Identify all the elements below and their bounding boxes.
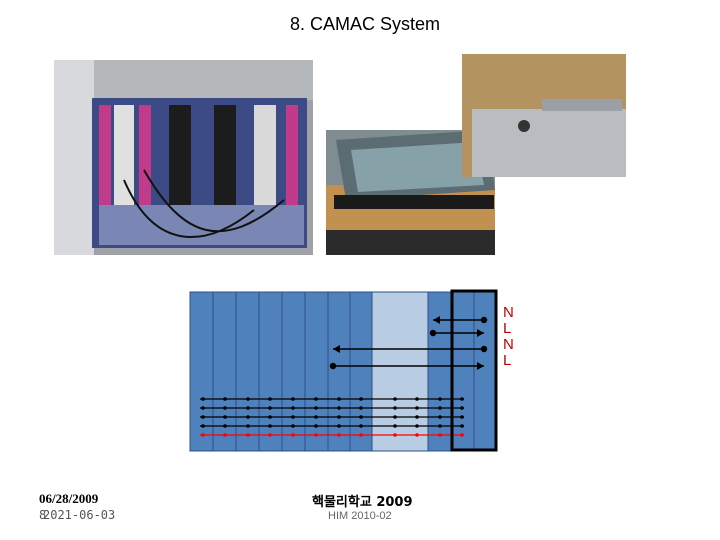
crate-slot [452, 292, 474, 451]
bus-tap [223, 424, 227, 428]
controller-frame [452, 291, 496, 450]
bus-tap [314, 433, 318, 437]
bus-tap [246, 406, 250, 410]
bus-tap [223, 406, 227, 410]
bus-tap [246, 397, 250, 401]
bus-tap [223, 397, 227, 401]
bus-tap [246, 433, 250, 437]
bus-tap [415, 406, 419, 410]
label-n-2: N [503, 337, 523, 353]
bus-tap [415, 415, 419, 419]
crate-slot [328, 292, 350, 451]
bus-tap [359, 406, 363, 410]
bus-tap [291, 424, 295, 428]
signal-origin-dot [430, 330, 436, 336]
bus-tap [246, 415, 250, 419]
bus-tap [438, 406, 442, 410]
bus-tap [359, 415, 363, 419]
bus-tap [460, 424, 464, 428]
bus-tap [291, 406, 295, 410]
bus-tap [201, 433, 205, 437]
bus-tap [268, 433, 272, 437]
footer-center-sub: HIM 2010-02 [328, 510, 392, 522]
bus-tap [291, 415, 295, 419]
bus-tap [314, 406, 318, 410]
bus-tap [438, 433, 442, 437]
footer-center-title: 핵물리학교 2009 [312, 491, 413, 510]
bus-tap [415, 433, 419, 437]
bus-tap [393, 415, 397, 419]
signal-origin-dot [481, 317, 487, 323]
bus-tap [268, 424, 272, 428]
label-l-1: L [503, 321, 523, 337]
signal-arrowhead [477, 329, 484, 337]
bus-tap [314, 424, 318, 428]
bus-tap [223, 433, 227, 437]
bus-tap [201, 397, 205, 401]
camac-crate-photo [54, 60, 313, 255]
bus-tap [291, 433, 295, 437]
bus-tap [415, 397, 419, 401]
crate-slot [282, 292, 305, 451]
bus-tap [438, 424, 442, 428]
bus-tap [314, 415, 318, 419]
signal-origin-dot [330, 363, 336, 369]
bus-tap [359, 397, 363, 401]
bus-tap [337, 433, 341, 437]
bus-tap [438, 397, 442, 401]
connector-photo [462, 54, 626, 177]
crate-slot [474, 292, 496, 451]
crate-slot [213, 292, 236, 451]
bus-tap [268, 397, 272, 401]
bus-tap [415, 424, 419, 428]
signal-origin-dot [481, 346, 487, 352]
signal-arrowhead [477, 362, 484, 370]
bus-tap [268, 415, 272, 419]
label-l-2: L [503, 353, 523, 369]
bus-tap [359, 433, 363, 437]
bus-tap [337, 406, 341, 410]
bus-tap [460, 406, 464, 410]
bus-tap [460, 433, 464, 437]
page-number: 8 [39, 508, 46, 522]
bus-tap [201, 424, 205, 428]
signal-arrowhead [433, 316, 440, 324]
bus-tap [223, 415, 227, 419]
crate-slot [236, 292, 259, 451]
bus-tap [337, 415, 341, 419]
label-n-1: N [503, 305, 523, 321]
bus-tap [460, 397, 464, 401]
crate-slot [372, 292, 428, 451]
bus-tap [393, 433, 397, 437]
bus-tap [438, 415, 442, 419]
bus-tap [314, 397, 318, 401]
crate-slot [305, 292, 328, 451]
bus-tap [291, 397, 295, 401]
bus-tap [359, 424, 363, 428]
bus-tap [393, 424, 397, 428]
crate-slot [350, 292, 372, 451]
crate-slot [190, 292, 213, 451]
bus-tap [460, 415, 464, 419]
bus-tap [201, 406, 205, 410]
bus-tap [393, 397, 397, 401]
bus-tap [337, 424, 341, 428]
bus-tap [201, 415, 205, 419]
signal-arrowhead [333, 345, 340, 353]
crate-slot [259, 292, 282, 451]
bus-tap [268, 406, 272, 410]
side-labels: N L N L [503, 305, 523, 369]
footer-date: 06/28/2009 [39, 491, 98, 507]
slide-title: 8. CAMAC System [0, 14, 720, 35]
bus-tap [337, 397, 341, 401]
bus-tap [246, 424, 250, 428]
bus-tap [393, 406, 397, 410]
crate-slot [428, 292, 452, 451]
